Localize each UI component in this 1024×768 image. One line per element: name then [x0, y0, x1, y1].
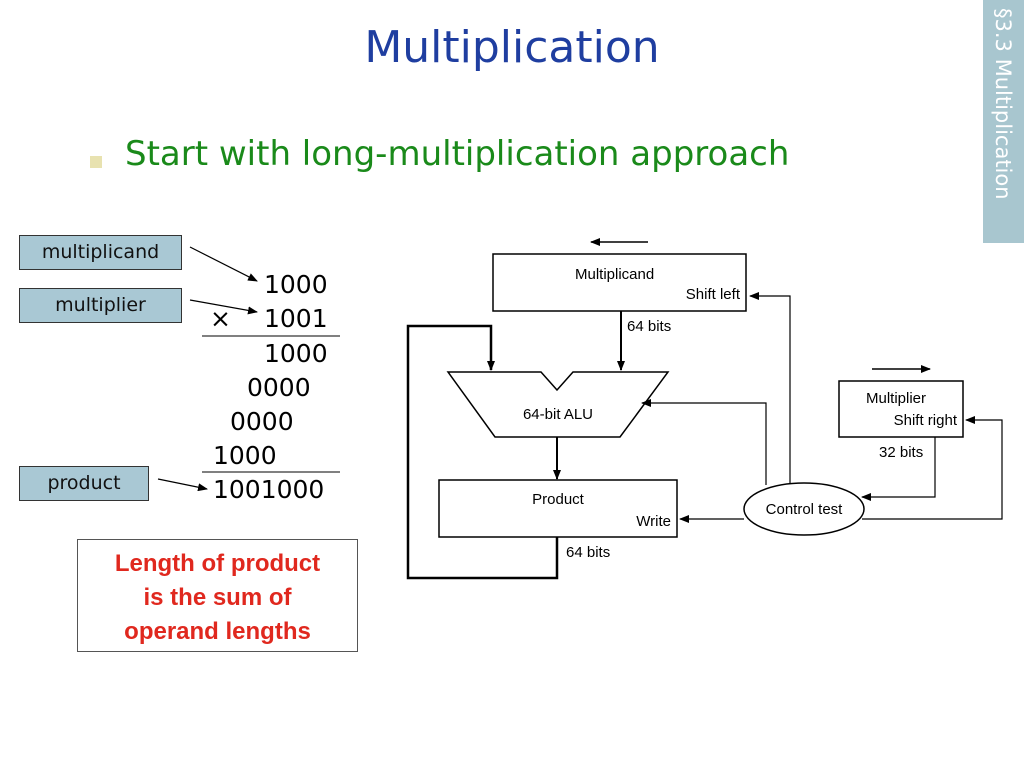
control-to-multiplier-signal [862, 416, 1003, 520]
times-sign: × [210, 304, 231, 333]
product-value: 1001000 [213, 475, 325, 504]
partial-product-3: 0000 [230, 407, 294, 436]
multiplier-value: 1001 [264, 304, 328, 333]
partial-product-4: 1000 [213, 441, 277, 470]
product-tag: product [19, 466, 149, 501]
product-bus-width: 64 bits [566, 544, 610, 561]
callout-line-2: is the sum of [143, 584, 292, 611]
product-pointer-arrow [157, 478, 208, 492]
product-register-title: Product [532, 491, 585, 508]
callout-box: Length of product is the sum of operand … [77, 539, 358, 652]
partial-product-1: 1000 [264, 339, 328, 368]
multiplier-register [838, 380, 964, 438]
control-test-unit [743, 482, 865, 536]
callout-line-1: Length of product [114, 550, 321, 577]
bullet-text: Start with long-multiplication approach [125, 134, 790, 174]
alu-label: 64-bit ALU [523, 406, 593, 423]
multiplier-register-action: Shift right [894, 412, 958, 429]
product-feedback-bus [406, 324, 559, 580]
multiplicand-tag: multiplicand [19, 235, 182, 270]
multiplicand-value: 1000 [264, 270, 328, 299]
multiplier-register-title: Multiplier [866, 390, 926, 407]
product-register-action: Write [636, 513, 671, 530]
multiplier-to-control-signal [861, 437, 936, 501]
multiplicand-register-action: Shift left [686, 286, 741, 303]
multiplicand-pointer-arrow [189, 246, 258, 282]
control-to-alu-signal [641, 399, 767, 485]
multiplier-tag: multiplier [19, 288, 182, 323]
slide-title: Multiplication [364, 22, 660, 73]
multiplier-pointer-arrow [189, 299, 258, 315]
alu-block [446, 371, 670, 438]
control-test-label: Control test [766, 501, 844, 518]
multiplicand-register-title: Multiplicand [575, 266, 654, 283]
bullet-square-icon [90, 156, 102, 168]
product-register [438, 479, 678, 538]
callout-line-3: operand lengths [124, 618, 311, 645]
multiplier-bus-width: 32 bits [879, 444, 923, 461]
partial-product-2: 0000 [247, 373, 311, 402]
multiplicand-bus-width: 64 bits [627, 318, 671, 335]
control-to-multiplicand-signal [749, 292, 791, 483]
section-tab: §3.3 Multiplication [983, 0, 1024, 243]
multiplicand-register [492, 253, 747, 312]
